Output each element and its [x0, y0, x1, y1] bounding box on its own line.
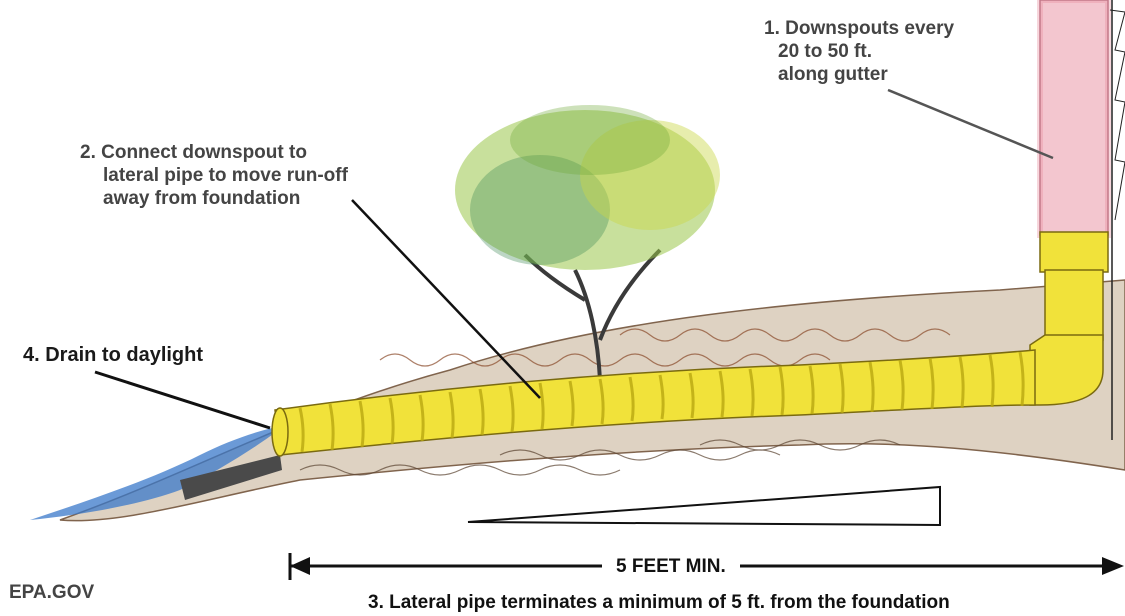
callout-connect-line-3: away from foundation	[80, 187, 348, 210]
leader-line-daylight	[95, 372, 270, 428]
callout-downspouts-line-2: 20 to 50 ft.	[764, 40, 954, 63]
callout-daylight: 4. Drain to daylight	[23, 344, 203, 367]
leader-line-downspouts	[888, 90, 1053, 158]
arrowhead-left-icon	[290, 557, 310, 575]
slope-indicator	[468, 487, 940, 525]
callout-downspouts-line-1: 1. Downspouts every	[764, 17, 954, 40]
arrowhead-right-icon	[1102, 557, 1124, 575]
callout-connect-line-1: 2. Connect downspout to	[80, 141, 348, 164]
callout-terminates: 3. Lateral pipe terminates a minimum of …	[368, 591, 950, 614]
source-credit: EPA.GOV	[9, 581, 94, 604]
callout-downspouts-line-3: along gutter	[764, 63, 954, 86]
callout-connect-line-2: lateral pipe to move run-off	[80, 164, 348, 187]
callout-connect: 2. Connect downspout to lateral pipe to …	[80, 141, 348, 210]
callout-downspouts: 1. Downspouts every 20 to 50 ft. along g…	[764, 17, 954, 86]
dimension-label: 5 FEET MIN.	[602, 555, 740, 578]
